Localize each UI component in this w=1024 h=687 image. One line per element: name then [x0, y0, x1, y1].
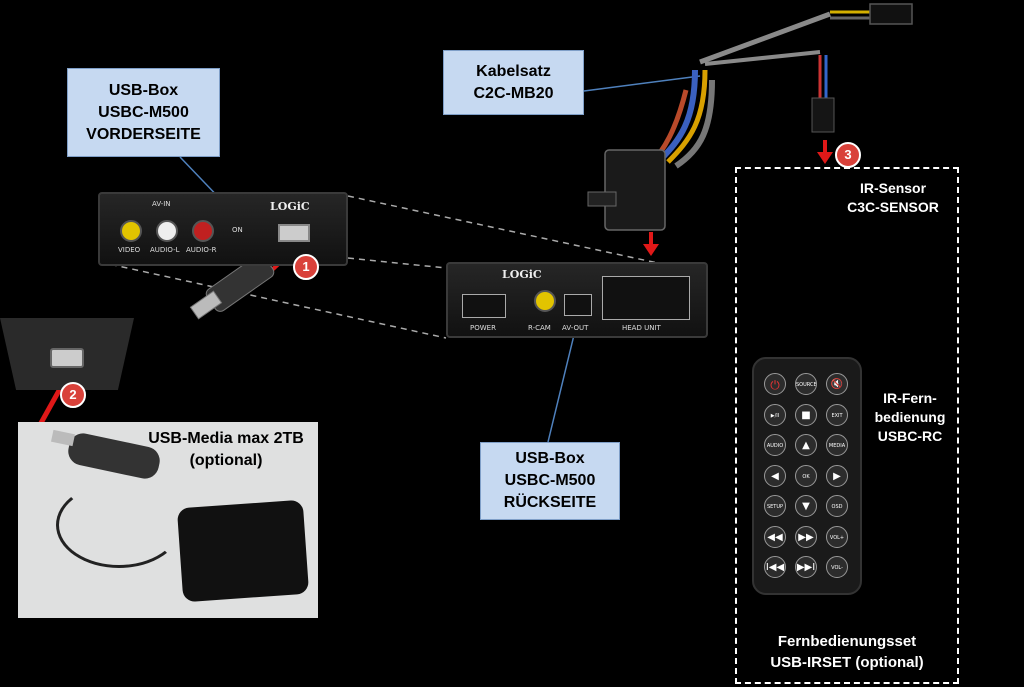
remote-button-3-1[interactable]: OK	[795, 464, 817, 487]
av-out-connector	[564, 294, 592, 316]
port-label-audio-l: AUDIO-L	[150, 246, 180, 254]
remote-button-2-1[interactable]: ▲	[795, 434, 817, 456]
port-label-av-out: AV-OUT	[562, 324, 589, 332]
step-badge-3: 3	[835, 142, 861, 168]
remote-button-0-1[interactable]: SOURCE	[795, 373, 817, 395]
video-jack	[120, 220, 142, 242]
callout-usb-box-back-line1: USB-Box	[515, 450, 585, 467]
remote-button-2-0[interactable]: AUDIO	[764, 434, 786, 456]
ir-remote-label-line2: bedienung	[874, 409, 946, 425]
remote-button-5-2[interactable]: VOL+	[826, 525, 848, 548]
remote-button-1-2[interactable]: EXIT	[826, 403, 848, 426]
remote-button-1-0[interactable]: ▶/II	[764, 403, 786, 426]
external-drive-image	[176, 499, 310, 603]
remote-button-2-2[interactable]: MEDIA	[826, 434, 848, 456]
remote-button-5-1[interactable]: ▶▶	[795, 525, 817, 548]
port-label-rcam: R-CAM	[528, 324, 551, 332]
remote-button-5-0[interactable]: ◀◀	[764, 525, 786, 548]
remote-button-1-1[interactable]: ■	[795, 403, 817, 426]
dashboard-usb-socket	[0, 318, 134, 390]
ir-remote-label-line1: IR-Fern-	[883, 390, 937, 406]
remote-button-4-1[interactable]: ▼	[795, 495, 817, 517]
audio-r-jack	[192, 220, 214, 242]
ir-remote-control: ⏻ SOURCE 🔇 ▶/II ■ EXIT AUDIO ▲ MEDIA ◀ OK ▶ SETUP ▼ OS…	[752, 357, 862, 595]
remote-set-label: Fernbedienungsset USB-IRSET (optional)	[741, 631, 953, 673]
usb-media-label-line2: (optional)	[189, 452, 263, 469]
usb-box-front-panel: LOGiC AV-IN VIDEO AUDIO-L AUDIO-R ON	[98, 192, 348, 266]
port-label-head-unit: HEAD UNIT	[622, 324, 661, 332]
remote-button-6-2[interactable]: VOL-	[826, 556, 848, 578]
ir-sensor-label-line1: IR-Sensor	[859, 180, 927, 196]
callout-usb-box-front-line1: USB-Box	[108, 81, 179, 99]
remote-button-3-0[interactable]: ◀	[764, 464, 786, 487]
step-badge-1: 1	[293, 254, 319, 280]
ir-sensor-label: IR-Sensor C3C-SENSOR	[833, 179, 953, 217]
front-av-in-label: AV-IN	[152, 200, 171, 208]
remote-button-0-0[interactable]: ⏻	[764, 373, 786, 395]
remote-button-6-0[interactable]: I◀◀	[764, 556, 786, 578]
callout-usb-box-back: USB-Box USBC-M500 RÜCKSEITE	[480, 442, 620, 520]
callout-usb-box-front-line3: VORDERSEITE	[86, 125, 201, 143]
usb-box-back-panel: LOGiC POWER R-CAM AV-OUT HEAD UNIT	[446, 262, 708, 338]
callout-usb-box-front: USB-Box USBC-M500 VORDERSEITE	[67, 68, 220, 157]
usb-media-label: USB-Media max 2TB (optional)	[136, 428, 316, 472]
callout-cable-set-line2: C2C-MB20	[473, 84, 554, 102]
power-connector	[462, 294, 506, 318]
remote-button-0-2[interactable]: 🔇	[826, 373, 848, 395]
callout-usb-box-back-line2: USBC-M500	[504, 472, 596, 489]
head-unit-connector	[602, 276, 690, 320]
callout-usb-box-back-line3: RÜCKSEITE	[503, 494, 597, 511]
usb-media-panel: USB-Media max 2TB (optional)	[18, 422, 318, 618]
callout-cable-set-line1: Kabelsatz	[476, 62, 551, 80]
step-badge-2: 2	[60, 382, 86, 408]
ir-remote-label-line3: USBC-RC	[877, 428, 943, 444]
remote-button-4-0[interactable]: SETUP	[764, 495, 786, 517]
remote-set-label-line2: USB-IRSET (optional)	[770, 654, 924, 671]
port-label-power: POWER	[470, 324, 496, 332]
ir-remote-label: IR-Fern- bedienung USBC-RC	[865, 389, 955, 446]
back-brand: LOGiC	[502, 268, 542, 281]
usb-cable	[56, 482, 182, 568]
port-label-audio-r: AUDIO-R	[186, 246, 217, 254]
remote-button-6-1[interactable]: ▶▶I	[795, 556, 817, 578]
rcam-jack	[534, 290, 556, 312]
port-label-video: VIDEO	[118, 246, 141, 254]
usb-media-label-line1: USB-Media max 2TB	[148, 430, 304, 447]
usb-port	[278, 224, 310, 242]
remote-set-label-line1: Fernbedienungsset	[777, 633, 917, 650]
audio-l-jack	[156, 220, 178, 242]
remote-button-4-2[interactable]: OSD	[826, 495, 848, 517]
callout-usb-box-front-line2: USBC-M500	[98, 103, 189, 121]
usb-stick-plug	[50, 429, 76, 447]
callout-cable-set: Kabelsatz C2C-MB20	[443, 50, 584, 115]
socket-usb-port	[50, 348, 84, 368]
on-label: ON	[232, 226, 243, 234]
front-brand: LOGiC	[270, 200, 310, 213]
remote-button-3-2[interactable]: ▶	[826, 464, 848, 487]
ir-sensor-label-line2: C3C-SENSOR	[847, 199, 939, 215]
